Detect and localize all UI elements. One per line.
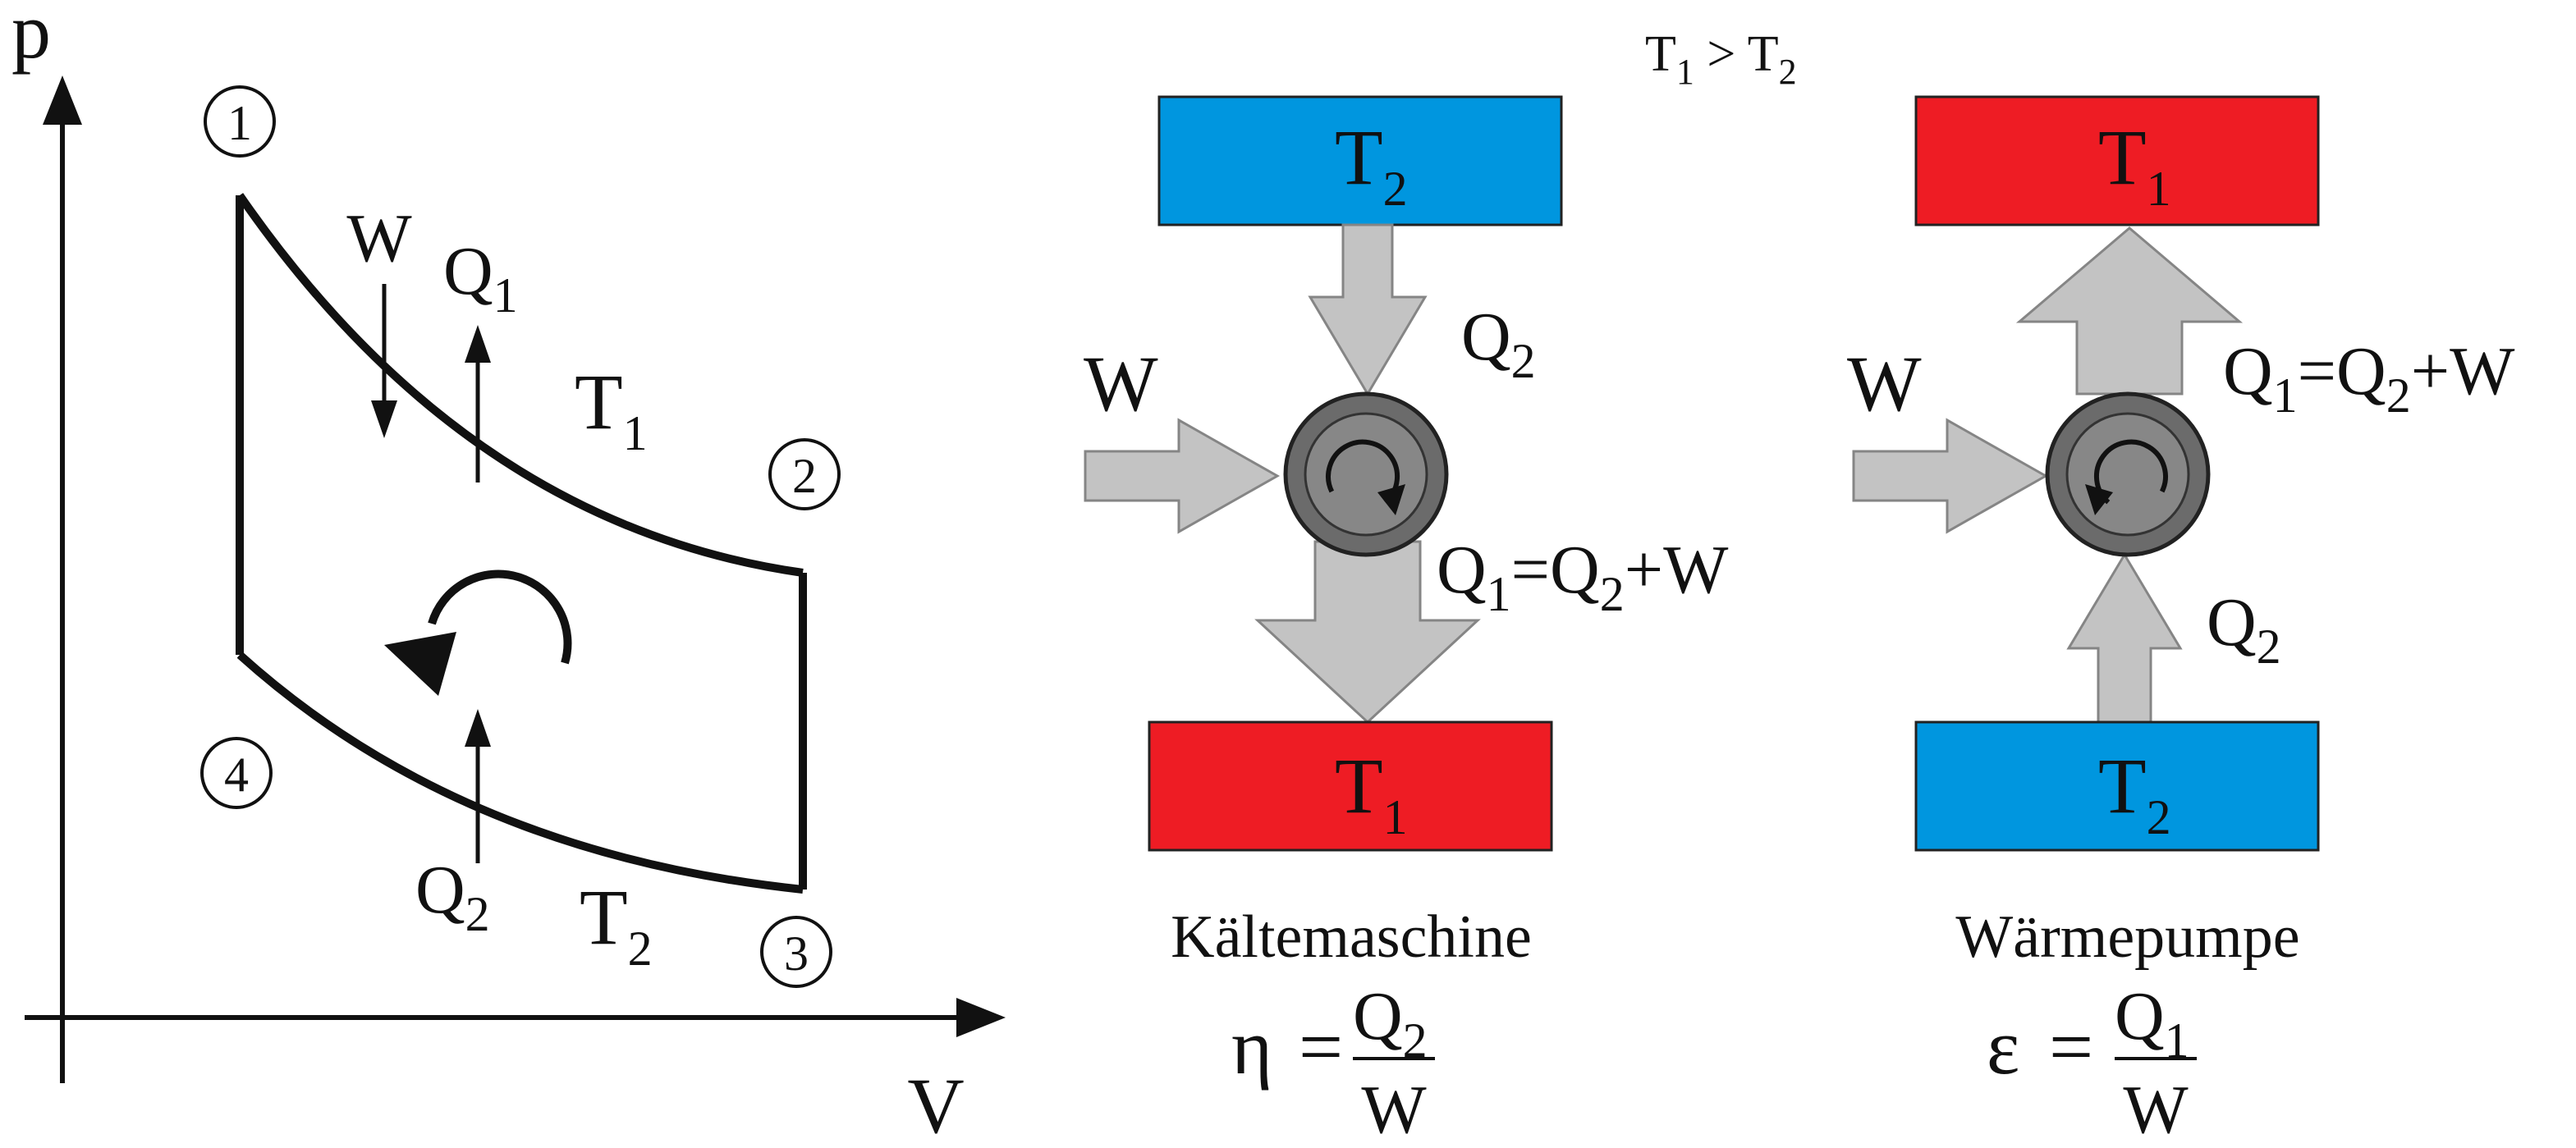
refrigerator-eta-symbol: η	[1231, 1003, 1272, 1091]
state-marker-3: 3	[760, 916, 832, 988]
refrigerator-formula-denominator: W	[1361, 1072, 1427, 1144]
state-marker-4: 4	[200, 737, 273, 809]
refrigerator-hot-reservoir-label: T1	[1335, 742, 1408, 844]
refrigerator-q1-out-arrow	[1254, 540, 1481, 725]
refrigerator-schematic: T2 Q2 W Q1=Q2+W T1 Kältemaschine η = Q2 …	[1084, 95, 1729, 1148]
svg-text:1: 1	[227, 96, 252, 150]
v-axis-arrowhead	[956, 998, 1006, 1037]
heat-q1-arrowhead-icon	[465, 325, 491, 363]
heat-pump-formula-numerator: Q1	[2115, 978, 2189, 1068]
pv-q2-label: Q2	[415, 852, 490, 941]
cycle-isotherm-t2	[236, 652, 804, 894]
refrigerator-cold-reservoir-label: T2	[1335, 113, 1408, 216]
heat-pump-efficiency-formula: ε = Q1 W	[1987, 978, 2197, 1148]
refrigerator-cold-reservoir	[1157, 95, 1563, 226]
refrigerator-work-in-arrow	[1084, 418, 1281, 534]
state-marker-2: 2	[768, 438, 841, 510]
svg-text:3: 3	[784, 926, 809, 981]
p-axis-arrowhead	[43, 75, 82, 125]
cycle-isotherm-t1	[236, 193, 804, 577]
heat-pump-schematic: T1 Q1=Q2+W W Q2 T2 Wärmepumpe ε = Q1 W	[1847, 95, 2515, 1148]
refrigerator-machine-core	[1304, 412, 1428, 537]
heat-pump-balance-label: Q1=Q2+W	[2223, 333, 2515, 423]
heat-pump-q2-label: Q2	[2207, 584, 2281, 674]
heat-pump-cold-reservoir	[1914, 720, 2320, 852]
refrigerator-rotation-arc	[1326, 439, 1400, 505]
svg-text:2: 2	[792, 449, 817, 503]
pv-t1-label: T1	[575, 358, 648, 460]
refrigerator-rotation-arrowhead-icon	[1377, 484, 1405, 515]
heat-pump-q1-out-arrow	[2015, 226, 2244, 396]
heat-pump-hot-reservoir	[1914, 95, 2320, 226]
pv-work-label: W	[346, 200, 412, 277]
svg-text:4: 4	[224, 748, 249, 802]
pv-q1-label: Q1	[443, 233, 518, 322]
p-axis-label: p	[11, 0, 51, 75]
refrigerator-caption: Kältemaschine	[1171, 903, 1532, 971]
refrigerator-formula-numerator: Q2	[1353, 978, 1428, 1068]
heat-pump-caption: Wärmepumpe	[1955, 903, 2299, 971]
refrigerator-work-label: W	[1084, 340, 1158, 428]
heat-pump-formula-denominator: W	[2123, 1072, 2189, 1144]
heat-q2-arrowhead-icon	[465, 709, 491, 747]
refrigerator-q2-label: Q2	[1461, 299, 1536, 388]
refrigerator-efficiency-formula: η = Q2 W	[1231, 978, 1435, 1148]
refrigerator-hot-reservoir	[1148, 720, 1553, 852]
heat-pump-rotation-arrowhead-icon	[2085, 484, 2113, 515]
pv-diagram: p V 1 2 3 4 W Q1	[11, 0, 1006, 1148]
cycle-direction-arc	[428, 569, 572, 665]
heat-pump-work-in-arrow	[1852, 418, 2049, 534]
pv-t2-label: T2	[580, 873, 653, 976]
refrigerator-formula-equals: =	[1299, 1003, 1343, 1091]
heat-pump-rotation-arc	[2093, 439, 2168, 505]
heat-pump-machine-core	[2065, 412, 2190, 537]
heat-pump-epsilon-symbol: ε	[1987, 1003, 2019, 1091]
heat-pump-work-label: W	[1847, 340, 1922, 428]
heat-pump-formula-equals: =	[2049, 1003, 2093, 1091]
heat-pump-q2-in-arrow	[2066, 552, 2183, 724]
heat-pump-cold-reservoir-label: T2	[2098, 742, 2171, 844]
v-axis-label: V	[907, 1062, 964, 1144]
state-marker-1: 1	[204, 85, 276, 158]
refrigerator-q2-in-arrow	[1308, 223, 1428, 396]
temperature-condition: T1 > T2	[1645, 26, 1797, 92]
heat-pump-hot-reservoir-label: T1	[2098, 113, 2171, 216]
cycle-direction-arrowhead-icon	[384, 632, 456, 696]
work-in-arrowhead-icon	[371, 400, 397, 438]
refrigerator-balance-label: Q1=Q2+W	[1437, 532, 1729, 621]
